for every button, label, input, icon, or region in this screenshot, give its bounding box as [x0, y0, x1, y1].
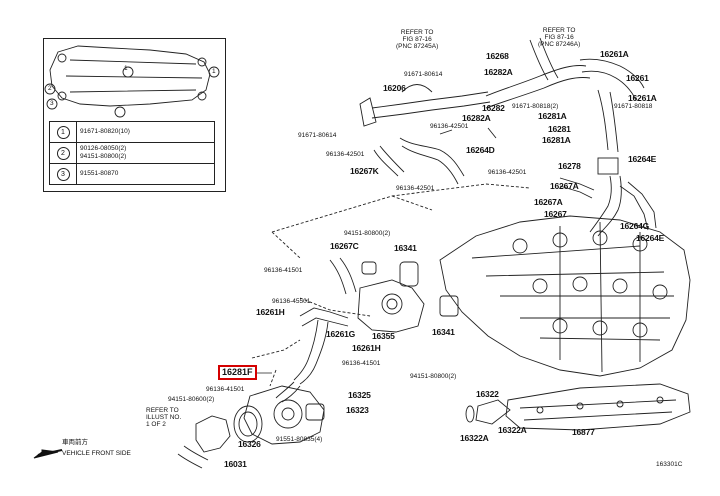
inset-callout-3: 3 — [50, 100, 54, 107]
pipe-16206 — [371, 91, 491, 119]
inset-callout-1b: 1 — [212, 68, 216, 75]
part-label[interactable]: 91671-80614 — [298, 132, 337, 139]
part-label[interactable]: 16267C — [330, 241, 359, 251]
part-label[interactable]: 96136-42501 — [430, 123, 469, 130]
legend-row: 2 90126-08050(2) 94151-80800(2) — [49, 142, 215, 164]
part-label[interactable]: 16264E — [628, 154, 657, 164]
refer-illust-note[interactable]: REFER TO ILLUST NO. 1 OF 2 — [146, 407, 182, 428]
front-side-label-jp: 車両前方 — [62, 439, 88, 446]
part-label[interactable]: 16322A — [498, 425, 527, 435]
part-label[interactable]: 96136-41501 — [264, 267, 303, 274]
legend-row: 1 91671-80820(10) — [49, 121, 215, 143]
part-label[interactable]: 16261A — [600, 49, 629, 59]
inset-intake-manifold — [49, 45, 211, 107]
part-label[interactable]: 91671-80614 — [404, 71, 443, 78]
part-label[interactable]: 16282A — [484, 67, 513, 77]
legend-part[interactable]: 91551-80870 — [80, 170, 119, 178]
legend-part[interactable]: 90126-08050(2) — [80, 145, 127, 153]
part-label[interactable]: 16355 — [372, 331, 395, 341]
part-label[interactable]: 16877 — [572, 427, 595, 437]
part-label[interactable]: 96136-42501 — [488, 169, 527, 176]
part-label[interactable]: 16341 — [432, 327, 455, 337]
part-label[interactable]: 16267 — [544, 209, 567, 219]
inset-callout-2: 2 — [48, 85, 52, 92]
part-label[interactable]: 91671-80818(2) — [512, 103, 559, 110]
part-label[interactable]: 16278 — [558, 161, 581, 171]
part-label[interactable]: 91671-80818 — [614, 103, 653, 110]
part-label[interactable]: 94151-80600(2) — [168, 396, 215, 403]
part-label[interactable]: 16281A — [542, 135, 571, 145]
diagram-id: 163301C — [656, 461, 683, 468]
part-label[interactable]: 16281 — [548, 124, 571, 134]
part-label[interactable]: 16267A — [550, 181, 579, 191]
part-label[interactable]: 16323 — [346, 405, 369, 415]
part-label[interactable]: 96136-42501 — [396, 185, 435, 192]
refer-fig-note-left[interactable]: REFER TO FIG 87-16 (PNC 87245A) — [396, 29, 439, 50]
part-label[interactable]: 16264D — [466, 145, 495, 155]
part-label[interactable]: 96136-42501 — [326, 151, 365, 158]
legend-key: 1 — [56, 125, 70, 139]
part-label[interactable]: 16325 — [348, 390, 371, 400]
fastener-legend-table: 1 91671-80820(10) 2 90126-08050(2) 94151… — [49, 121, 215, 185]
legend-part[interactable]: 94151-80800(2) — [80, 153, 127, 160]
part-label[interactable]: 16341 — [394, 243, 417, 253]
inset-callout-1: 1 — [124, 65, 128, 72]
water-outlet-16355 — [357, 279, 425, 333]
engine-block — [439, 215, 691, 377]
refer-fig-note-right[interactable]: REFER TO FIG 87-16 (PNC 87246A) — [538, 27, 581, 48]
inset-panel — [43, 38, 226, 192]
part-label[interactable]: 16261G — [326, 329, 356, 339]
part-label[interactable]: 16267K — [350, 166, 379, 176]
legend-row: 3 91551-80870 — [49, 163, 215, 185]
part-label[interactable]: 16261 — [626, 73, 649, 83]
part-label[interactable]: 16264G — [620, 221, 650, 231]
part-label[interactable]: 16264E — [636, 233, 665, 243]
legend-part[interactable]: 91671-80820(10) — [80, 128, 130, 136]
part-label[interactable]: 16261H — [352, 343, 381, 353]
water-pump-16031 — [243, 385, 325, 445]
part-label[interactable]: 16261A — [628, 93, 657, 103]
part-label[interactable]: 16282A — [462, 113, 491, 123]
legend-key: 2 — [56, 146, 70, 160]
front-side-label: VEHICLE FRONT SIDE — [62, 450, 131, 457]
part-label[interactable]: 16268 — [486, 51, 509, 61]
highlighted-part-label[interactable]: 16281F — [218, 365, 257, 380]
manifold-16877 — [505, 383, 691, 431]
part-label[interactable]: 16282 — [482, 103, 505, 113]
part-label[interactable]: 16281A — [538, 111, 567, 121]
part-label[interactable]: 94151-80800(2) — [410, 373, 457, 380]
part-label[interactable]: 94151-80800(2) — [344, 230, 391, 237]
part-label[interactable]: 91551-80835(4) — [276, 436, 323, 443]
part-label[interactable]: 16031 — [224, 459, 247, 469]
part-label[interactable]: 16326 — [238, 439, 261, 449]
part-label[interactable]: 96136-45501 — [272, 298, 311, 305]
part-label[interactable]: 16261H — [256, 307, 285, 317]
part-label[interactable]: 96136-41501 — [206, 386, 245, 393]
legend-key: 3 — [56, 167, 70, 181]
part-label[interactable]: 16206 — [383, 83, 406, 93]
part-label[interactable]: 16267A — [534, 197, 563, 207]
part-label[interactable]: 16322A — [460, 433, 489, 443]
part-label[interactable]: 16322 — [476, 389, 499, 399]
part-label[interactable]: 96136-41501 — [342, 360, 381, 367]
